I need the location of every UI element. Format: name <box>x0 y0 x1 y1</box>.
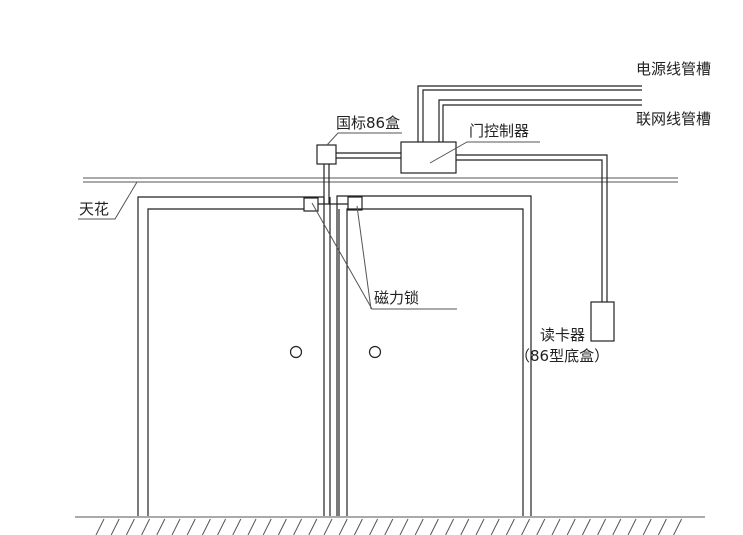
hatch-mark <box>429 518 439 535</box>
hatch-mark <box>125 518 135 535</box>
label-magnetic-lock: 磁力锁 <box>374 289 420 307</box>
label-card-reader-box: （86型底盒） <box>515 347 610 365</box>
label-ceiling: 天花 <box>79 200 110 218</box>
magnetic-lock-right <box>347 196 363 211</box>
hatch-mark <box>490 518 500 535</box>
hatch-mark <box>353 518 363 535</box>
door-controller-box <box>400 141 457 174</box>
hatch-mark <box>414 518 424 535</box>
hatch-mark <box>110 518 120 535</box>
hatch-mark <box>521 518 531 535</box>
hatch-mark <box>277 518 287 535</box>
hatch-mark <box>293 518 303 535</box>
hatch-mark <box>445 518 455 535</box>
junction-box-86 <box>316 144 337 165</box>
left-door <box>137 196 331 516</box>
label-card-reader: 读卡器 <box>540 326 586 344</box>
hatch-mark <box>460 518 470 535</box>
right-door-knob <box>368 345 382 359</box>
card-reader-wire <box>456 154 608 302</box>
ground-hatching <box>95 518 683 535</box>
label-power-conduit: 电源线管槽 <box>636 60 712 78</box>
hatch-mark <box>581 518 591 535</box>
right-door <box>336 195 532 516</box>
left-door-knob <box>289 345 303 359</box>
hatch-mark <box>642 518 652 535</box>
hatch-mark <box>384 518 394 535</box>
hatch-mark <box>141 518 151 535</box>
hatch-mark <box>369 518 379 535</box>
leader-lines <box>78 132 540 310</box>
hatch-mark <box>627 518 637 535</box>
hatch-mark <box>475 518 485 535</box>
hatch-mark <box>308 518 318 535</box>
hatch-mark <box>186 518 196 535</box>
hatch-mark <box>156 518 166 535</box>
hatch-mark <box>673 518 683 535</box>
hatch-mark <box>247 518 257 535</box>
hatch-mark <box>566 518 576 535</box>
hatch-mark <box>171 518 181 535</box>
hatch-mark <box>323 518 333 535</box>
hatch-mark <box>338 518 348 535</box>
label-junction-box: 国标86盒 <box>336 114 401 132</box>
hatch-mark <box>657 518 667 535</box>
hatch-mark <box>399 518 409 535</box>
label-door-controller: 门控制器 <box>469 122 530 140</box>
network-conduit <box>438 99 642 142</box>
hatch-mark <box>262 518 272 535</box>
hatch-mark <box>232 518 242 535</box>
card-reader-box <box>590 301 615 342</box>
hatch-mark <box>612 518 622 535</box>
hatch-mark <box>536 518 546 535</box>
power-conduit <box>417 85 642 142</box>
label-network-conduit: 联网线管槽 <box>636 110 712 128</box>
hatch-mark <box>217 518 227 535</box>
hatch-mark <box>551 518 561 535</box>
ceiling-line <box>83 177 678 183</box>
hatch-mark <box>201 518 211 535</box>
hatch-mark <box>597 518 607 535</box>
hatch-mark <box>95 518 105 535</box>
hatch-mark <box>505 518 515 535</box>
